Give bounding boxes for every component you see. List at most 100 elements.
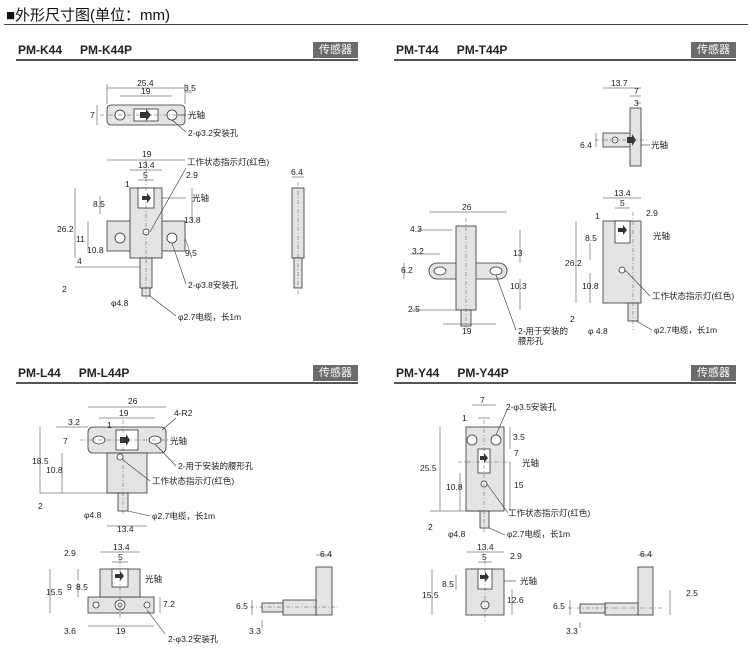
dim-label: 9 xyxy=(67,582,72,592)
indicator-label: 工作状态指示灯(红色) xyxy=(187,157,269,167)
dim-label: 10.3 xyxy=(510,281,527,291)
k44-top-view xyxy=(96,84,192,133)
dim-label: 3.6 xyxy=(64,626,76,636)
dim-label: 15.5 xyxy=(422,590,439,600)
dim-label: 1 xyxy=(125,179,130,189)
dim-label: 2 xyxy=(62,284,67,294)
optical-axis-label: 光轴 xyxy=(522,458,539,468)
dim-label: 2 xyxy=(428,522,433,532)
dim-label: 10.8 xyxy=(46,465,63,475)
dim-label: 25.4 xyxy=(137,78,154,88)
mount-hole-label: 2-φ3.8安装孔 xyxy=(188,280,239,290)
dim-label: 3.3 xyxy=(566,626,578,636)
dim-label: 26.2 xyxy=(565,258,582,268)
mount-hole-label: 2-φ3.2安装孔 xyxy=(168,634,219,644)
dim-label: 8.5 xyxy=(585,233,597,243)
mount-hole-label: 2-φ3.5安装孔 xyxy=(506,402,557,412)
dim-label: 8.5 xyxy=(76,582,88,592)
optical-axis-label: 光轴 xyxy=(520,576,537,586)
optical-axis-label: 光轴 xyxy=(188,110,205,120)
dim-label: 4 xyxy=(77,256,82,266)
dim-label: 7 xyxy=(63,436,68,446)
t44-left-view xyxy=(403,211,521,331)
l44-front-view xyxy=(39,406,177,527)
dim-label: 15 xyxy=(514,480,524,490)
section-header-y44: PM-Y44 PM-Y44P 传感器 xyxy=(394,365,736,384)
dim-label: 19 xyxy=(462,326,472,336)
mount-hole-label: 2-φ3.2安装孔 xyxy=(188,128,239,138)
dim-label: 13.8 xyxy=(184,215,201,225)
dim-label: 13.4 xyxy=(117,524,134,534)
optical-axis-label: 光轴 xyxy=(145,574,162,584)
dim-label: 3.5 xyxy=(184,83,196,93)
indicator-label: 工作状态指示灯(红色) xyxy=(152,476,234,486)
dim-label: 26.2 xyxy=(57,224,74,234)
sensor-tag: 传感器 xyxy=(313,42,358,58)
model-name: PM-Y44P xyxy=(457,366,509,380)
dim-label: 18.5 xyxy=(32,456,49,466)
mount-slot-label: 2-用于安装的腰形孔 xyxy=(178,461,254,471)
y44-side-view xyxy=(568,554,671,628)
dim-label: 5 xyxy=(118,552,123,562)
dim-label: 9.5 xyxy=(185,248,197,258)
dim-label: 5 xyxy=(143,170,148,180)
y44-top-view xyxy=(431,551,516,622)
indicator-label: 工作状态指示灯(红色) xyxy=(652,291,734,301)
dim-label: 15.5 xyxy=(46,587,63,597)
dim-label: 1 xyxy=(595,211,600,221)
dim-label: 26 xyxy=(128,396,138,406)
dim-label: φ4.8 xyxy=(448,529,466,539)
dim-label: 6.4 xyxy=(580,140,592,150)
cable-label: φ2.7电缆，长1m xyxy=(507,529,570,539)
model-name: PM-Y44 xyxy=(396,366,440,380)
dim-label: 7.2 xyxy=(163,599,175,609)
model-name: PM-K44P xyxy=(80,43,133,57)
page-title: ■外形尺寸图(单位：mm) xyxy=(6,7,171,24)
dim-label: 1 xyxy=(462,413,467,423)
dim-label: 2 xyxy=(570,314,575,324)
t44-top-view xyxy=(595,87,650,167)
dim-label: 13.7 xyxy=(611,78,628,88)
dim-label: 10.8 xyxy=(582,281,599,291)
dim-label: 6.2 xyxy=(401,265,413,275)
dim-label: 11 xyxy=(76,234,85,244)
optical-axis-label: 光轴 xyxy=(653,231,670,241)
dim-label: 19 xyxy=(141,86,151,96)
dim-label: 19 xyxy=(116,626,126,636)
dim-label: 6.5 xyxy=(553,601,565,611)
indicator-label: 工作状态指示灯(红色) xyxy=(508,508,590,518)
dim-label: 6.4 xyxy=(320,549,332,559)
dim-label: 7 xyxy=(90,110,95,120)
dim-label: 13.4 xyxy=(614,188,631,198)
dim-label: φ4.8 xyxy=(84,510,102,520)
dim-label: 13.4 xyxy=(477,542,494,552)
dim-label: φ 4.8 xyxy=(588,326,608,336)
dim-label: 13.4 xyxy=(113,542,130,552)
k44-front-view xyxy=(74,159,193,317)
dim-label: 19 xyxy=(119,408,129,418)
l44-top-view xyxy=(49,551,166,635)
dim-label: 2.9 xyxy=(186,170,198,180)
dim-label: 25.5 xyxy=(420,463,437,473)
mount-slot-label: 腰形孔 xyxy=(518,336,544,346)
dim-label: 6.4 xyxy=(640,549,652,559)
dim-label: 10.8 xyxy=(87,245,104,255)
cable-label: φ2.7电缆，长1m xyxy=(654,325,717,335)
cable-label: φ2.7电缆，长1m xyxy=(178,312,241,322)
l44-side-view xyxy=(250,554,340,628)
mount-slot-label: 2-用于安装的 xyxy=(518,326,568,336)
cable-label: φ2.7电缆，长1m xyxy=(152,511,215,521)
sensor-tag: 传感器 xyxy=(691,365,736,381)
dim-label: 3.2 xyxy=(68,417,80,427)
optical-axis-label: 光轴 xyxy=(170,436,187,446)
dim-label: 2.9 xyxy=(646,208,658,218)
title-rule xyxy=(4,24,748,25)
dim-label: 2.5 xyxy=(408,304,420,314)
dim-label: 3.3 xyxy=(249,626,261,636)
dim-label: 7 xyxy=(480,395,485,405)
dim-label: 7 xyxy=(634,86,639,96)
model-name: PM-L44 xyxy=(18,366,61,380)
